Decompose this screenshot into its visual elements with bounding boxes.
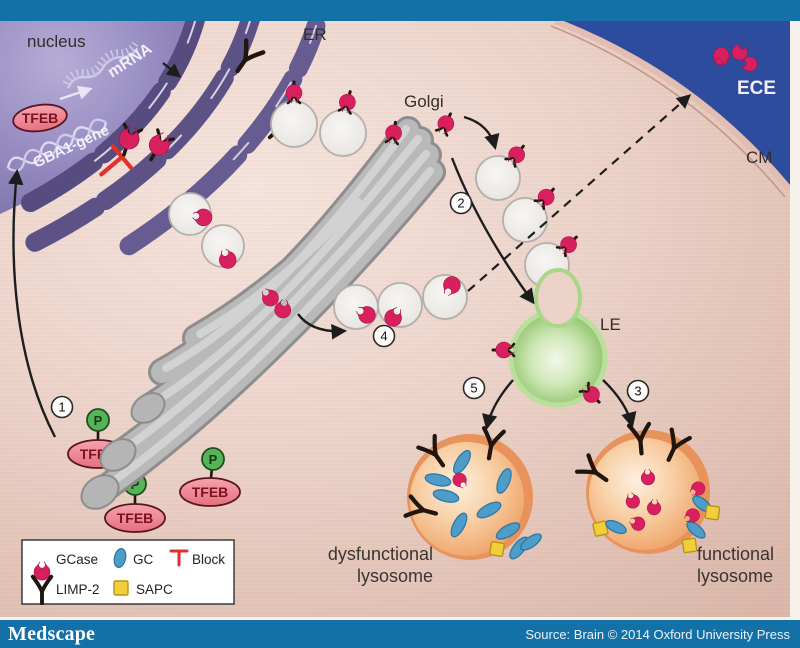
tfeb-label: TFEB bbox=[117, 510, 154, 526]
vesicle-limp2 bbox=[270, 82, 318, 148]
step-1-badge: 1 bbox=[50, 395, 74, 419]
vesicle bbox=[201, 224, 245, 272]
vesicle-limp2 bbox=[319, 90, 367, 157]
golgi-label: Golgi bbox=[404, 92, 444, 111]
legend-gc-label: GC bbox=[133, 552, 154, 567]
bottom-banner-bar: Medscape Source: Brain © 2014 Oxford Uni… bbox=[0, 620, 800, 648]
block-icon bbox=[99, 144, 134, 177]
late-endosome bbox=[493, 268, 608, 408]
golgi-to-le-arrow bbox=[450, 157, 535, 305]
golgi-budding-arrow bbox=[463, 115, 500, 151]
svg-text:4: 4 bbox=[380, 329, 387, 344]
sapc-icon bbox=[113, 580, 129, 596]
vesicle bbox=[377, 282, 423, 330]
p-label: P bbox=[94, 413, 103, 428]
gc-lipid-icon bbox=[113, 547, 127, 569]
tfeb-import-arrow bbox=[7, 168, 57, 438]
vesicle bbox=[168, 192, 214, 236]
er-label: ER bbox=[303, 25, 327, 44]
dysfunctional-lysosome bbox=[406, 428, 542, 560]
medscape-logo: Medscape bbox=[8, 622, 96, 645]
golgi-apparatus bbox=[80, 116, 446, 510]
svg-text:1: 1 bbox=[58, 400, 65, 415]
svg-text:3: 3 bbox=[634, 384, 641, 399]
vesicles-group bbox=[168, 192, 468, 330]
tfeb-nuclear: TFEB bbox=[12, 103, 68, 133]
functional-lysosome bbox=[577, 424, 721, 554]
tfeb-label: TFEB bbox=[22, 110, 59, 126]
source-attribution: Source: Brain © 2014 Oxford University P… bbox=[525, 626, 790, 642]
step-3-badge: 3 bbox=[626, 379, 650, 403]
legend-sapc-label: SAPC bbox=[136, 582, 173, 597]
p-label: P bbox=[209, 452, 218, 467]
mrna-to-er-arrow bbox=[162, 62, 182, 78]
p-label: P bbox=[131, 477, 140, 492]
legend-gcase-label: GCase bbox=[56, 552, 98, 567]
vesicle bbox=[422, 273, 468, 320]
legend: GCase GC Block LIMP-2 SAPC bbox=[21, 539, 235, 606]
figure-area: ECE CM nucleus mRNA GBA1-gene TFEB bbox=[0, 4, 793, 617]
cell-diagram: ECE CM nucleus mRNA GBA1-gene TFEB bbox=[0, 4, 793, 617]
step-4-badge: 4 bbox=[372, 324, 396, 348]
secretion-dashed-arrow bbox=[467, 94, 692, 292]
functional-label-1: functional bbox=[697, 544, 774, 564]
cm-label: CM bbox=[746, 148, 772, 167]
svg-text:2: 2 bbox=[457, 196, 464, 211]
step-2-badge: 2 bbox=[449, 191, 473, 215]
vesicle-limp2 bbox=[502, 184, 559, 243]
dna-helix bbox=[6, 118, 108, 172]
functional-label-2: lysosome bbox=[697, 566, 773, 586]
transcription-arrow bbox=[59, 85, 93, 101]
vesicle-limp2 bbox=[475, 141, 530, 201]
dysfunctional-label-2: lysosome bbox=[357, 566, 433, 586]
top-banner-bar bbox=[0, 0, 800, 21]
legend-block-label: Block bbox=[192, 552, 225, 567]
block-icon bbox=[169, 549, 189, 567]
le-to-dysfunctional-arrow bbox=[482, 379, 514, 431]
legend-limp2-label: LIMP-2 bbox=[56, 582, 100, 597]
le-to-functional-arrow bbox=[602, 379, 637, 429]
limp2-vesicles-group bbox=[270, 82, 582, 288]
step-5-badge: 5 bbox=[462, 376, 486, 400]
vesicle bbox=[333, 284, 379, 330]
nucleus-region bbox=[0, 21, 196, 214]
tfeb-phospho-3: P TFEB bbox=[179, 447, 241, 507]
le-label: LE bbox=[600, 315, 621, 334]
tfeb-label: TFEB bbox=[192, 484, 229, 500]
nucleus-label: nucleus bbox=[27, 32, 86, 51]
ece-label: ECE bbox=[737, 78, 776, 99]
svg-text:5: 5 bbox=[470, 381, 477, 396]
dysfunctional-label-1: dysfunctional bbox=[328, 544, 433, 564]
mrna-strand bbox=[62, 41, 139, 89]
golgi-exit-arrow bbox=[297, 313, 348, 340]
nuclear-envelope-er bbox=[0, 4, 326, 296]
